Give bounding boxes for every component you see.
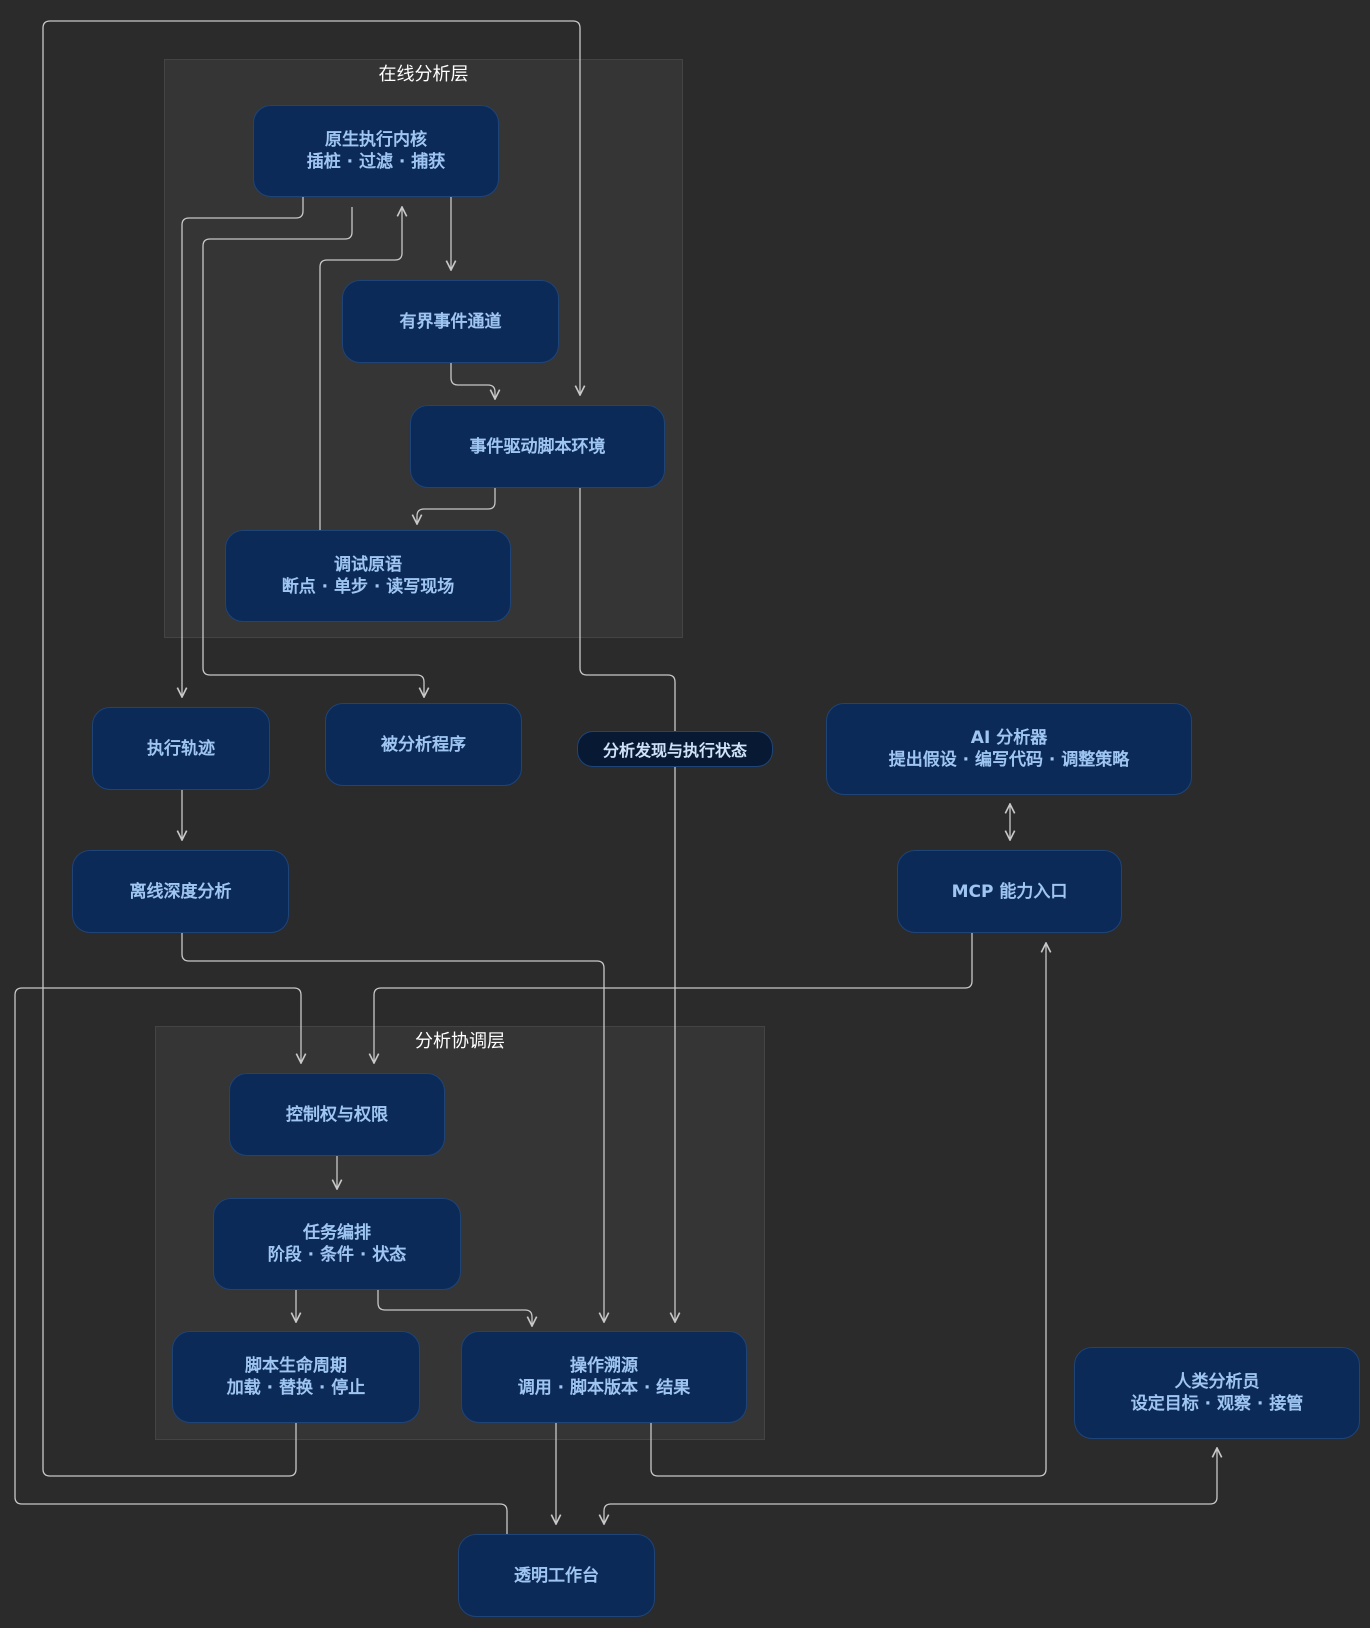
edge-script-env-to-debug — [417, 488, 496, 524]
node-label-line2: 提出假设 · 编写代码 · 调整策略 — [888, 750, 1130, 770]
node-label-line1: 被分析程序 — [381, 734, 466, 755]
node-label-line1: 人类分析员 — [1174, 1372, 1260, 1392]
node-native-kernel: 原生执行内核 插桩 · 过滤 · 捕获 — [253, 105, 499, 197]
edge-human-workbench — [604, 1448, 1217, 1524]
node-label-line1: 调试原语 — [334, 555, 402, 575]
node-debug-primitives: 调试原语 断点 · 单步 · 读写现场 — [225, 530, 511, 622]
node-label-line2: 断点 · 单步 · 读写现场 — [281, 577, 455, 597]
node-offline-analysis: 离线深度分析 — [72, 850, 289, 933]
node-label-line1: AI 分析器 — [970, 728, 1048, 748]
node-label-line2: 加载 · 替换 · 停止 — [226, 1378, 366, 1398]
edge-lifecycle-to-script-env — [42, 20, 580, 1477]
node-human-analyst: 人类分析员 设定目标 · 观察 · 接管 — [1074, 1347, 1360, 1439]
node-label-line1: 操作溯源 — [570, 1356, 638, 1376]
node-label-line1: 控制权与权限 — [286, 1104, 388, 1125]
node-ai-analyzer: AI 分析器 提出假设 · 编写代码 · 调整策略 — [826, 703, 1192, 795]
node-operation-trace: 操作溯源 调用 · 脚本版本 · 结果 — [461, 1331, 747, 1423]
edge-workbench-to-control — [14, 987, 508, 1534]
node-label-line1: 离线深度分析 — [129, 881, 232, 902]
cluster-title-coordination: 分析协调层 — [415, 1031, 505, 1052]
node-label-line1: 任务编排 — [303, 1223, 371, 1243]
node-target-program: 被分析程序 — [325, 703, 522, 786]
node-label-line1: MCP 能力入口 — [951, 881, 1068, 902]
node-script-lifecycle: 脚本生命周期 加载 · 替换 · 停止 — [172, 1331, 420, 1423]
edge-channel-to-script-env — [450, 363, 495, 399]
node-label-line2: 调用 · 脚本版本 · 结果 — [517, 1378, 691, 1398]
edge-task-to-optrace — [377, 1290, 532, 1326]
cluster-title-online: 在线分析层 — [378, 64, 469, 85]
node-control-permission: 控制权与权限 — [229, 1073, 445, 1156]
node-label-line2: 设定目标 · 观察 · 接管 — [1130, 1394, 1304, 1414]
node-task-orchestration: 任务编排 阶段 · 条件 · 状态 — [213, 1198, 461, 1290]
edge-script-env-to-optrace — [579, 488, 675, 1322]
edge-offline-to-optrace — [181, 933, 604, 1322]
node-script-env: 事件驱动脚本环境 — [410, 405, 665, 488]
node-label-line1: 事件驱动脚本环境 — [469, 436, 606, 457]
edge-debug-to-kernel — [319, 207, 402, 530]
node-label-line1: 有界事件通道 — [399, 311, 502, 332]
node-execution-trace: 执行轨迹 — [92, 707, 270, 790]
node-label-line2: 阶段 · 条件 · 状态 — [267, 1245, 407, 1265]
node-label-line1: 脚本生命周期 — [245, 1356, 347, 1376]
node-label-line2: 插桩 · 过滤 · 捕获 — [306, 152, 446, 172]
edge-program-to-kernel — [202, 207, 424, 697]
node-event-channel: 有界事件通道 — [342, 280, 559, 363]
node-label-line1: 原生执行内核 — [325, 130, 427, 150]
edge-label-findings-state: 分析发现与执行状态 — [577, 731, 773, 767]
edge-kernel-to-trace — [182, 197, 304, 697]
node-label-line1: 执行轨迹 — [147, 738, 215, 759]
node-transparent-workbench: 透明工作台 — [458, 1534, 655, 1617]
node-label-line1: 透明工作台 — [514, 1565, 599, 1586]
edge-mcp-to-control — [374, 933, 973, 1063]
node-mcp-entry: MCP 能力入口 — [897, 850, 1122, 933]
